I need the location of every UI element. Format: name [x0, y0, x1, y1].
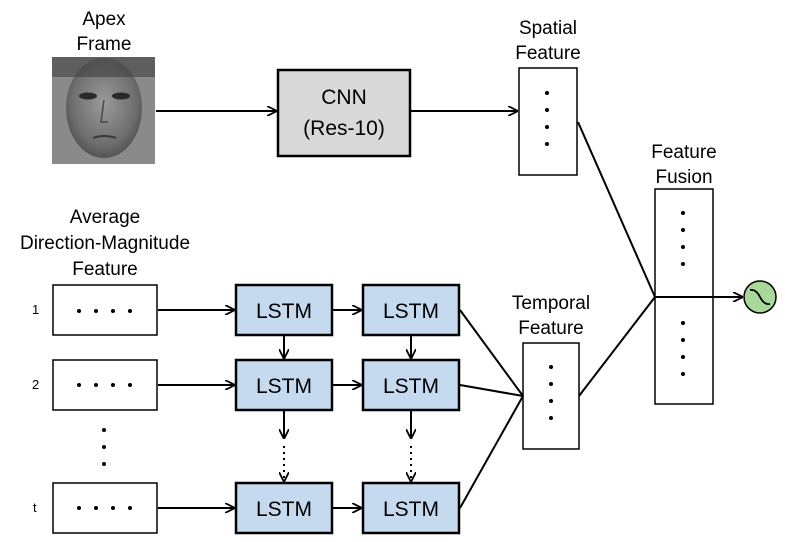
cnn-name: CNN	[321, 86, 367, 109]
row-index-t: t	[33, 500, 37, 515]
connections	[156, 111, 742, 508]
lstm-grid	[234, 283, 461, 535]
lstm-label: LSTM	[383, 498, 439, 521]
average-feature-label: Average Direction-Magnitude Feature	[19, 207, 191, 280]
apex-frame-image	[52, 57, 155, 164]
lstm-box	[361, 358, 461, 412]
row-index-1: 1	[32, 302, 40, 317]
spatial-feature-label: Spatial Feature	[515, 18, 581, 64]
input-feature-row-1	[52, 284, 158, 336]
lstm-box	[361, 481, 461, 535]
line-lstm-to-temporal	[459, 384, 524, 397]
lstm-box	[234, 283, 334, 337]
spatial-feature-vector	[518, 67, 578, 176]
lstm-label: LSTM	[383, 300, 439, 323]
lstm-label: LSTM	[256, 375, 312, 398]
line-temporal-to-fusion	[578, 296, 656, 397]
row-ellipsis	[102, 428, 106, 466]
line-lstm-to-temporal	[459, 309, 524, 397]
lstm-box	[234, 481, 334, 535]
lstm-label: LSTM	[383, 375, 439, 398]
temporal-feature-label: Temporal Feature	[511, 293, 591, 339]
lstm-box	[361, 283, 461, 337]
lstm-label: LSTM	[256, 498, 312, 521]
temporal-feature-vector	[522, 342, 580, 450]
cnn-box	[276, 68, 412, 158]
line-lstm-to-temporal	[459, 395, 524, 509]
line-spatial-to-fusion	[577, 121, 656, 298]
input-feature-row-t	[52, 482, 158, 534]
cnn-variant: (Res-10)	[303, 117, 385, 140]
row-index-2: 2	[32, 377, 40, 392]
sigmoid-node-icon	[743, 280, 777, 314]
lstm-label: LSTM	[256, 300, 312, 323]
apex-frame-label: Apex Frame	[76, 9, 132, 55]
feature-fusion-label: Feature Fusion	[651, 142, 717, 188]
input-feature-row-2	[52, 359, 158, 411]
lstm-box	[234, 358, 334, 412]
